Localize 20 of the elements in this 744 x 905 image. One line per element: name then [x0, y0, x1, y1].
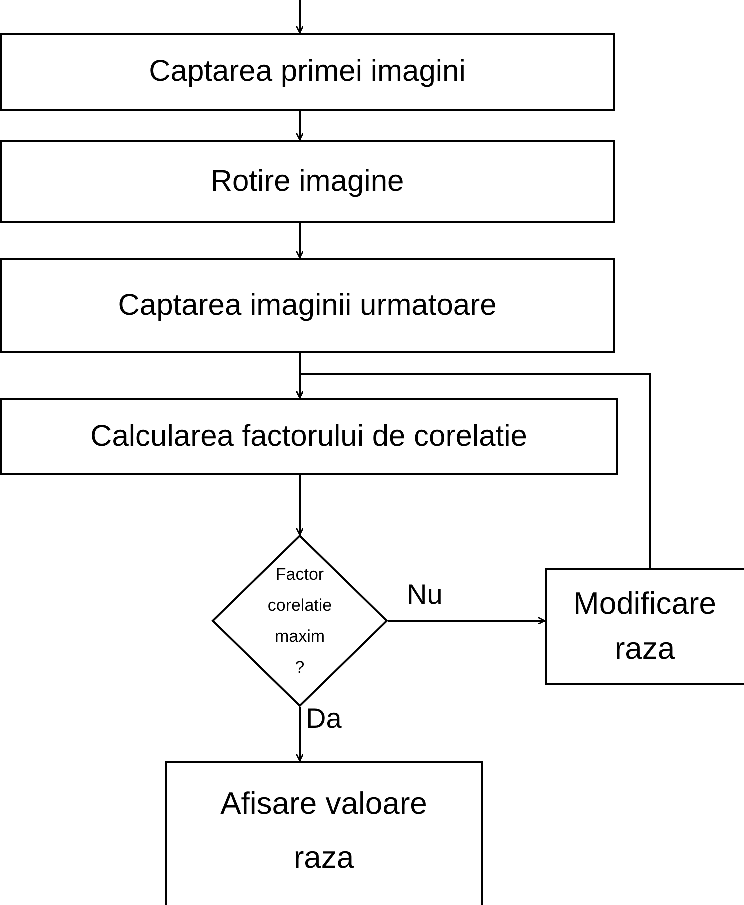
- process-box: [0, 398, 618, 475]
- process-text: Modificare raza: [572, 584, 718, 668]
- arrow: [296, 373, 651, 568]
- process-text: Rotire imagine: [210, 164, 404, 200]
- arrow: [296, 0, 304, 34]
- arrow: [296, 223, 304, 259]
- process-text: Captarea imaginii urmatoare: [118, 288, 497, 324]
- process-box: [165, 761, 483, 905]
- process-box: [545, 568, 744, 685]
- process-text: Captarea primei imagini: [149, 54, 466, 90]
- arrow: [296, 111, 304, 141]
- process-box: [0, 258, 615, 353]
- arrow: [296, 475, 304, 536]
- process-text: Afisare valoare raza: [220, 785, 428, 878]
- process-box: [0, 33, 615, 111]
- process-text: Calcularea factorului de corelatie: [90, 418, 528, 454]
- process-box: [0, 140, 615, 223]
- arrow: [388, 616, 546, 626]
- decision-text: Factor corelatie maxim ?: [266, 564, 334, 679]
- arrow: [296, 707, 304, 762]
